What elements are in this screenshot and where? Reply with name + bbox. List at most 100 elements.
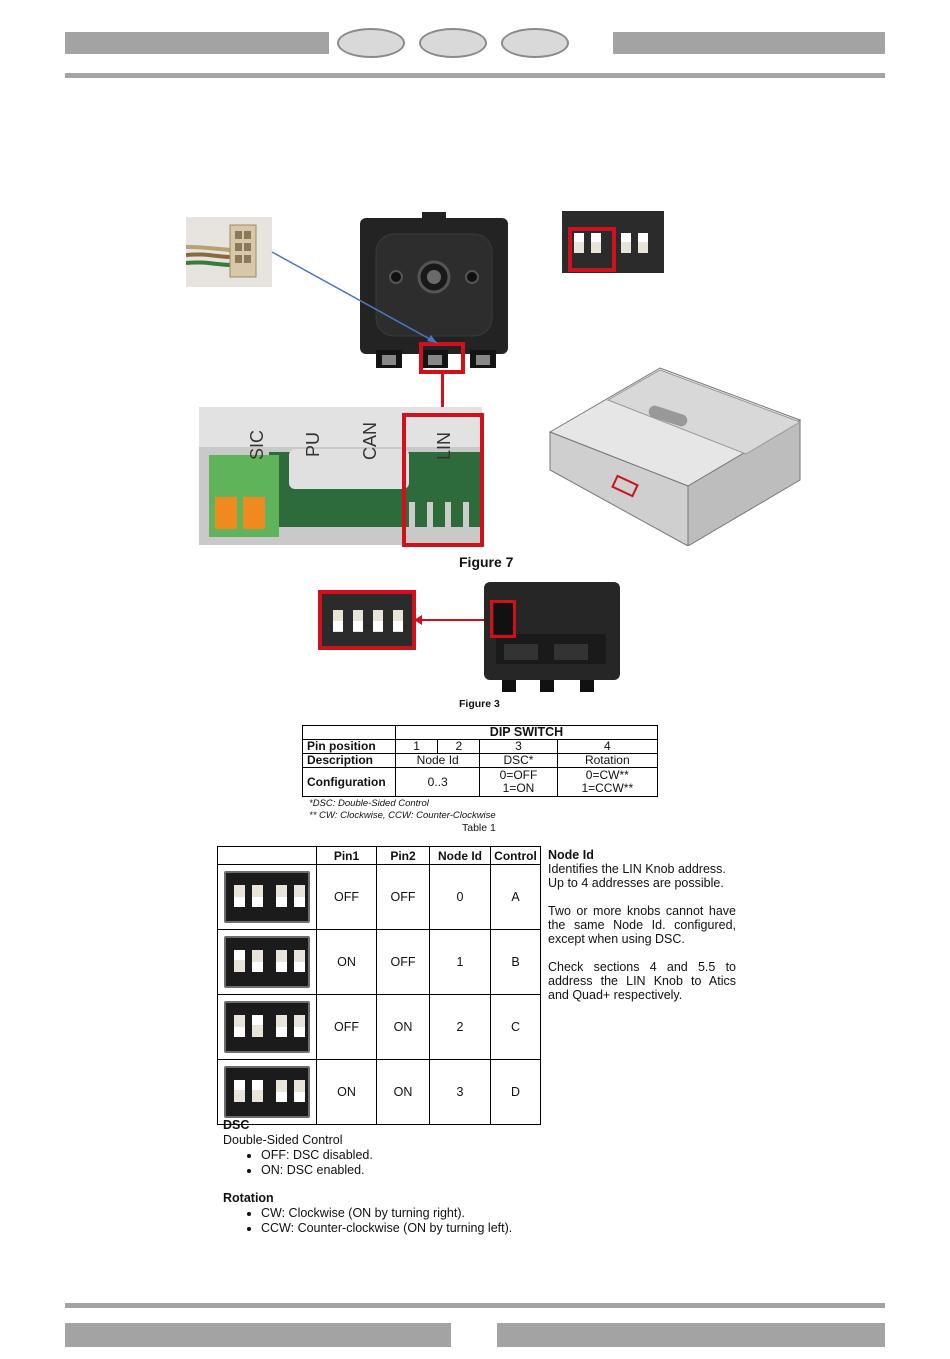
table-row: OFF OFF 0 A [217,864,541,930]
dip-toggle-1 [234,1015,245,1037]
footer-bar-right [497,1323,885,1347]
controller-board-photo [199,407,482,545]
dip-toggle-1 [234,885,245,907]
node-id-table: Pin1 Pin2 Node Id Control OFF OFF 0 A ON… [217,846,541,1125]
cell-node-id: 3 [429,1059,491,1125]
board-label-sic: SIC [247,429,267,460]
dip-switch-image [224,936,310,988]
cell-node-id: 0 [429,864,491,930]
dip-toggle-4 [294,950,305,972]
cell-control: A [490,864,541,930]
col-header-node-id: Node Id [429,846,491,865]
configuration-label: Configuration [302,767,396,797]
dip-image-cell [217,1059,317,1125]
list-item: OFF: DSC disabled. [261,1148,623,1163]
col-header-pin1: Pin1 [316,846,377,865]
footer-rule [65,1303,885,1308]
dip-toggle-4 [294,1015,305,1037]
dip-closeup-arrowhead [414,615,422,625]
dip-toggle-4 [294,1080,305,1102]
desc-dsc: DSC* [479,753,558,768]
header-rule [65,73,885,78]
col-header-pin2: Pin2 [376,846,430,865]
table1-caption: Table 1 [462,822,496,834]
node-id-notes: Node Id Identifies the LIN Knob address.… [548,848,736,1002]
board-label-can: CAN [360,421,380,460]
dip-image-cell [217,929,317,995]
table-row: OFF ON 2 C [217,994,541,1060]
knob-side-photo [484,582,620,694]
dsc-section: DSC Double-Sided Control OFF: DSC disabl… [223,1118,623,1178]
config-rot-ccw: 1=CCW** [581,781,634,795]
controller-box-drawing [548,360,802,547]
dip-switch-table: DIP SWITCH Pin position 1 2 3 4 Descript… [302,725,659,797]
cell-pin2: ON [376,1059,430,1125]
dip-image-cell [217,864,317,930]
rotation-section: Rotation CW: Clockwise (ON by turning ri… [223,1191,643,1236]
pin-4: 4 [556,739,659,754]
connector-photo [186,217,272,287]
dip-switch-closeup [321,592,413,647]
dip-toggle-3 [276,885,287,907]
dip-closeup-arrow [418,619,488,621]
cell-pin2: OFF [376,864,430,930]
dip-toggle-3 [276,1015,287,1037]
knob-dip-highlight [490,600,516,638]
knob-back-photo [358,212,510,372]
header-oval-3 [501,28,569,58]
desc-node-id: Node Id [394,753,481,768]
node-id-title: Node Id [548,848,594,862]
cell-control: D [490,1059,541,1125]
footer-bar-left [65,1323,451,1347]
list-item: CW: Clockwise (ON by turning right). [261,1206,643,1221]
cell-control: B [490,929,541,995]
node-id-reference: Check sections 4 and 5.5 to address the … [548,960,736,1002]
table1-note-dsc: *DSC: Double-Sided Control [309,798,429,809]
col-header-image [217,846,317,865]
pin-2: 2 [437,739,481,754]
table-row: ON ON 3 D [217,1059,541,1125]
config-dsc-on: 1=ON [502,781,535,795]
dip-switch-image [224,1001,310,1053]
rotation-title: Rotation [223,1191,274,1205]
cell-node-id: 2 [429,994,491,1060]
dip-toggle-3 [276,950,287,972]
dip-switch-image [224,1066,310,1118]
pin-1: 1 [394,739,439,754]
table1-note-cw: ** CW: Clockwise, CCW: Counter-Clockwise [309,810,496,821]
desc-rotation: Rotation [556,753,659,768]
dip-toggle-2 [252,950,263,972]
cell-pin1: ON [316,929,377,995]
list-item: CCW: Counter-clockwise (ON by turning le… [261,1221,643,1236]
node-id-uniqueness: Two or more knobs cannot have the same N… [548,904,736,946]
dip-toggle-1 [234,950,245,972]
dip-toggle-2 [252,885,263,907]
header-bar-right [613,32,885,54]
config-dsc: 0=OFF 1=ON [479,767,558,797]
rotation-list: CW: Clockwise (ON by turning right). CCW… [223,1206,643,1236]
list-item: ON: DSC enabled. [261,1163,623,1178]
node-id-desc: Identifies the LIN Knob address. Up to 4… [548,862,726,890]
pin-3: 3 [479,739,558,754]
col-header-control: Control [490,846,541,865]
config-rotation: 0=CW** 1=CCW** [556,767,659,797]
dip-closeup-highlight [318,590,416,650]
config-dsc-off: 0=OFF [499,768,538,782]
dip-toggle-4 [294,885,305,907]
dip-toggle-2 [252,1080,263,1102]
dsc-title: DSC [223,1118,250,1132]
cell-pin2: OFF [376,929,430,995]
lin-port-highlight [402,413,484,547]
pin-position-label: Pin position [302,739,396,754]
dsc-list: OFF: DSC disabled. ON: DSC enabled. [223,1148,623,1178]
figure7-caption: Figure 7 [459,554,514,570]
cell-control: C [490,994,541,1060]
dip-toggle-3 [276,1080,287,1102]
header-oval-2 [419,28,487,58]
dip-pins-highlight [568,227,616,272]
lin-link-line [441,374,444,416]
connector-arrow [271,251,438,344]
dsc-subtitle: Double-Sided Control [223,1133,343,1147]
config-rot-cw: 0=CW** [585,768,629,782]
figure3-caption: Figure 3 [459,698,500,710]
